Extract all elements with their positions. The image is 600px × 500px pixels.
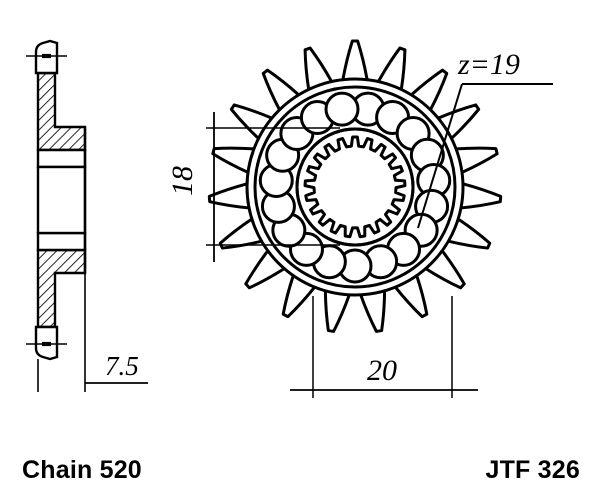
lightening-hole-ring [258,91,452,284]
thickness-dimension-label: 7.5 [105,351,139,381]
internal-spline [303,135,407,239]
chain-size-label: Chain 520 [22,456,142,484]
tooth-count-label: z=19 [457,48,520,81]
part-number-label: JTF 326 [485,456,580,484]
thickness-dimension-7-5: 7.5 [85,351,148,384]
sprocket-body [207,39,503,333]
section-bore-barrel [36,165,87,235]
horizontal-dimension-20: 20 [290,296,478,398]
spline-profile-path [303,135,407,239]
horizontal-dimension-label: 20 [367,354,397,387]
tooth-count-leader [417,83,553,229]
section-lower-rim-step [36,231,87,252]
section-upper-hatched-web [36,71,87,152]
section-lower-hatched-web [36,248,87,329]
vertical-dimension-18: 18 [166,112,340,262]
section-upper-rim-step [36,148,87,169]
hub-outer-circle [295,127,415,247]
section-view-group [26,39,87,392]
vertical-dimension-label: 18 [166,166,199,196]
front-view-group [207,39,503,333]
lightening-hole [324,91,360,127]
